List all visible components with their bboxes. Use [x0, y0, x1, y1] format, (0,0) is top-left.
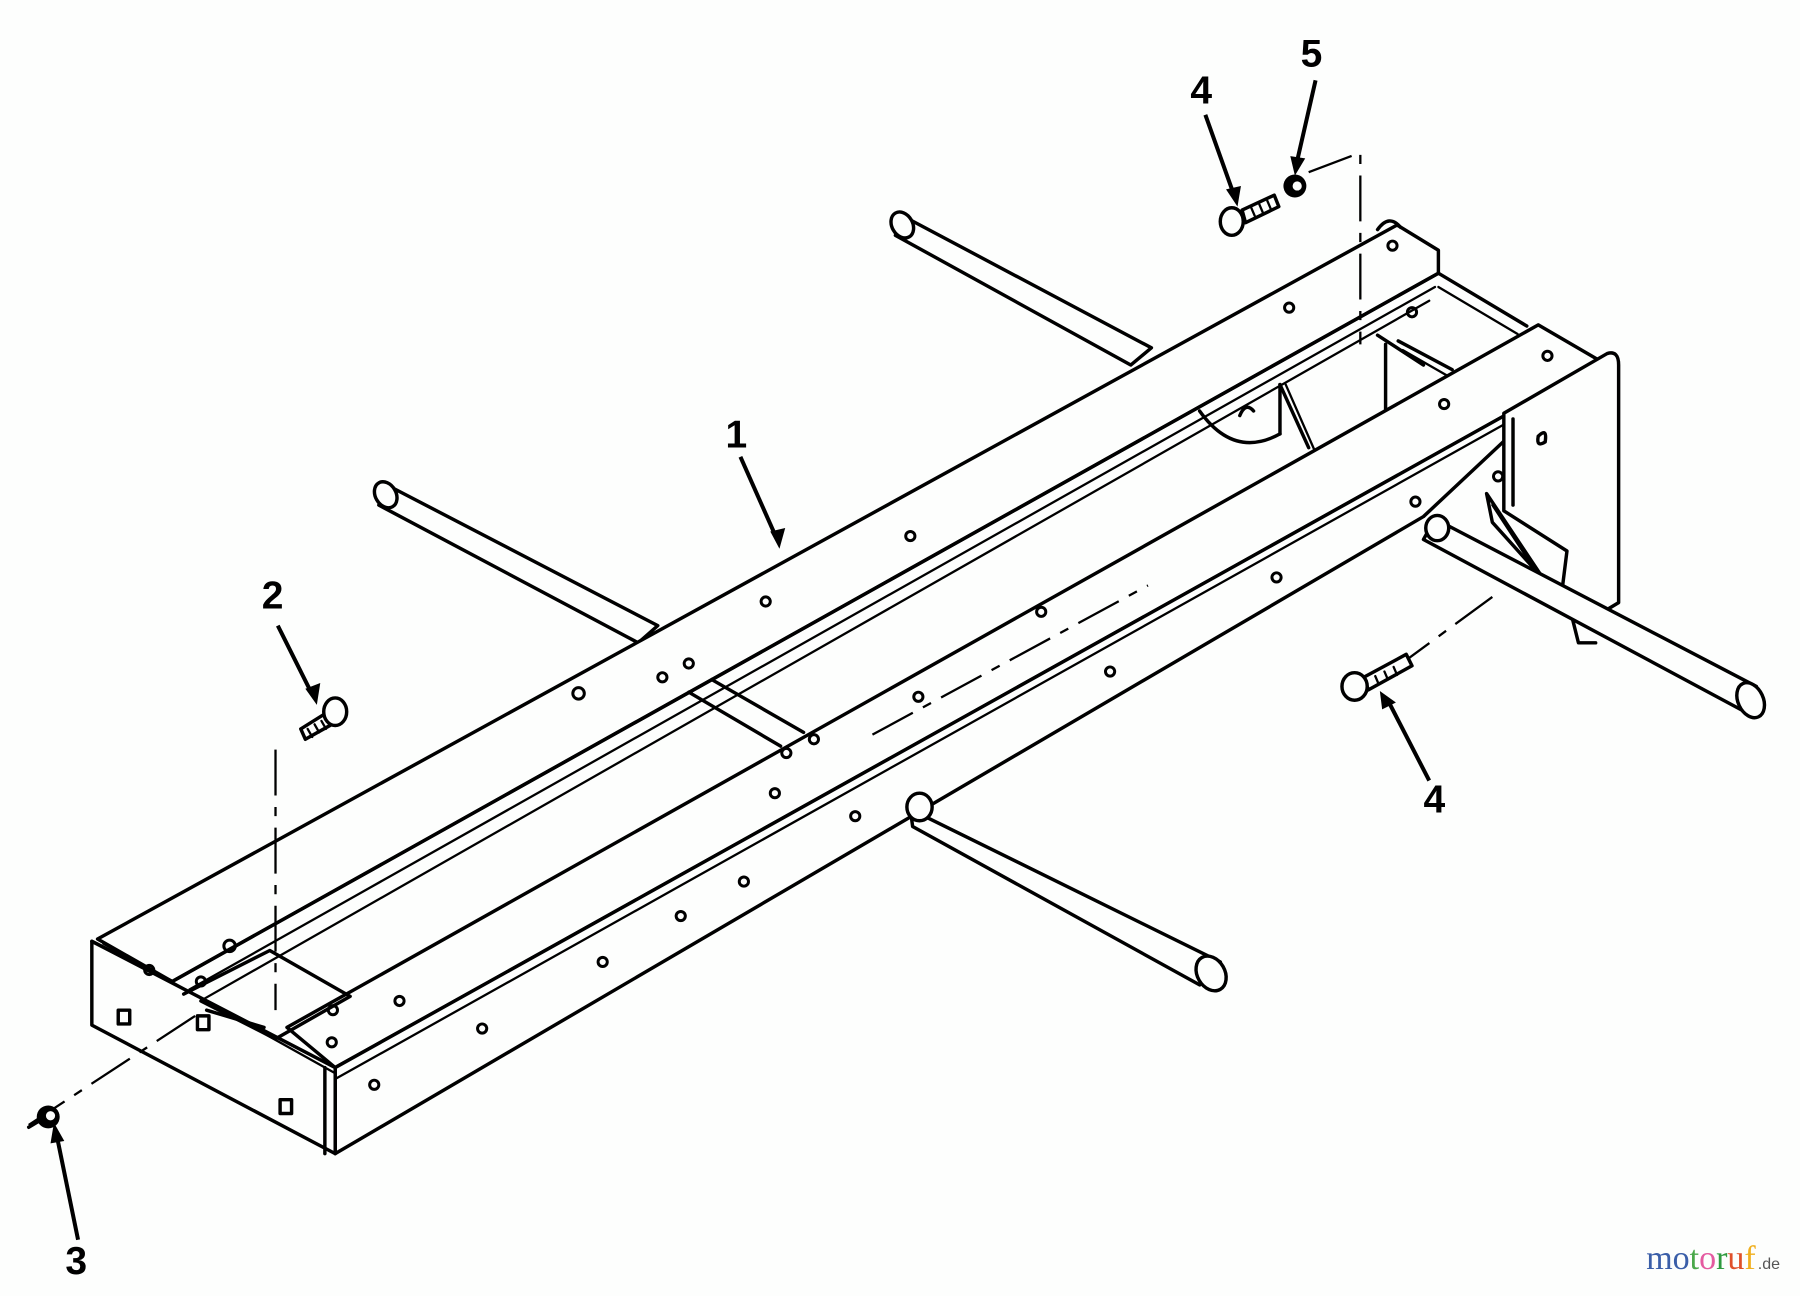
watermark-letter: t: [1689, 1240, 1700, 1277]
svg-text:3: 3: [65, 1240, 87, 1283]
watermark-letter: o: [1699, 1240, 1717, 1277]
watermark-letter: f: [1744, 1240, 1756, 1277]
callout-4-upper: 4: [1190, 69, 1241, 207]
callout-2: 2: [262, 574, 321, 705]
frame-front-box: [90, 939, 352, 1156]
watermark-tld: .de: [1757, 1256, 1780, 1273]
rear-left-axle-rod: [889, 210, 1154, 367]
svg-text:2: 2: [262, 574, 284, 617]
svg-text:1: 1: [726, 414, 748, 457]
rear-right-axle-rod: [1421, 513, 1767, 720]
svg-text:5: 5: [1301, 33, 1323, 76]
part-2-screw: [299, 696, 349, 741]
assembly-center-lines: [28, 151, 1494, 1126]
frame-cross-member-middle: [687, 677, 806, 748]
svg-text:4: 4: [1423, 779, 1445, 822]
callout-5: 5: [1290, 33, 1322, 176]
frame-holes: [143, 239, 1554, 1091]
part-5-lock-washer: [1283, 174, 1307, 198]
frame-center-bracket: [1197, 333, 1454, 452]
watermark-letter: o: [1672, 1240, 1690, 1277]
part-4-hex-bolt-upper: [1218, 193, 1281, 238]
frame-rear-cross-member: [1436, 271, 1529, 336]
callout-1: 1: [726, 414, 786, 549]
motoruf-watermark: motoruf.de: [1646, 1240, 1780, 1278]
part-4-hex-bolt-lower: [1340, 652, 1414, 702]
svg-text:4: 4: [1190, 69, 1212, 112]
watermark-letter: u: [1727, 1240, 1745, 1277]
callout-3: 3: [50, 1122, 87, 1283]
callout-4-lower: 4: [1379, 691, 1445, 822]
front-left-axle-rod: [372, 480, 660, 645]
front-right-axle-rod: [905, 791, 1228, 993]
watermark-letter: r: [1716, 1240, 1728, 1277]
watermark-letter: m: [1646, 1240, 1673, 1277]
